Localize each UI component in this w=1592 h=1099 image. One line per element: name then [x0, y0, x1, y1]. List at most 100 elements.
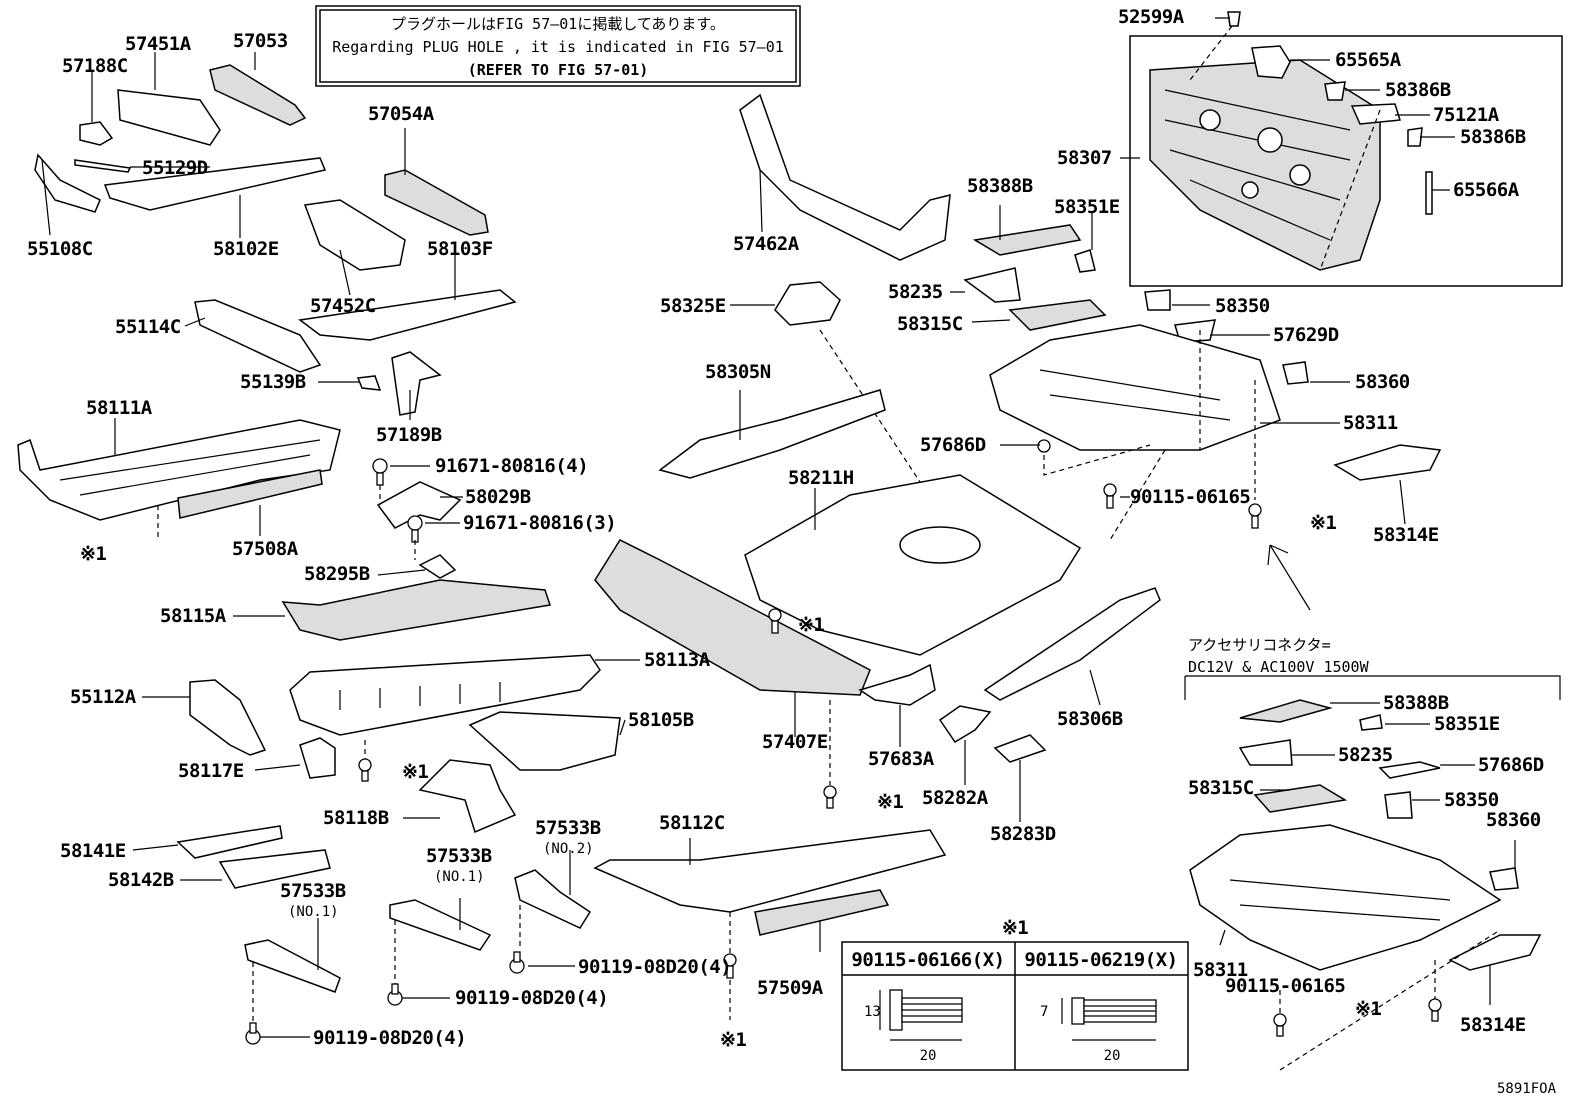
- floor-center-hole: [899, 526, 981, 564]
- part-58388B[interactable]: [972, 224, 1082, 256]
- part-57188C[interactable]: [79, 121, 114, 146]
- label-58235: 58235: [888, 281, 943, 303]
- part-57533B-no1-a[interactable]: [389, 899, 492, 951]
- part-58111A[interactable]: [17, 419, 341, 521]
- part-55112A[interactable]: [189, 679, 267, 756]
- part-58102E[interactable]: [103, 157, 327, 211]
- dim-height-2: 7: [1040, 1004, 1048, 1020]
- part-58235[interactable]: [963, 267, 1021, 303]
- label-57509A: 57509A: [757, 977, 824, 999]
- part-58311[interactable]: [989, 324, 1281, 451]
- label-90115-06165: 90115-06165: [1130, 486, 1250, 508]
- part-55139B[interactable]: [356, 375, 382, 391]
- part-58311-acc[interactable]: [1189, 824, 1502, 971]
- part-58029B[interactable]: [376, 481, 462, 529]
- bolt-ref-acc[interactable]: [1428, 998, 1442, 1022]
- part-57509A[interactable]: [754, 889, 890, 936]
- part-57683A[interactable]: [858, 663, 936, 706]
- part-58388B-acc[interactable]: [1239, 699, 1333, 723]
- bolt-90115-center[interactable]: [1103, 483, 1117, 509]
- label-91671-80816-4: 91671-80816(4): [435, 455, 588, 477]
- label-58360-acc: 58360: [1486, 809, 1541, 831]
- part-52599A-clip[interactable]: [1227, 11, 1241, 27]
- bolt-90119-c[interactable]: [245, 1022, 261, 1045]
- part-57686D-acc[interactable]: [1378, 761, 1441, 779]
- part-57189B[interactable]: [391, 351, 442, 416]
- part-55108C[interactable]: [34, 153, 101, 213]
- part-58315C[interactable]: [1008, 299, 1107, 331]
- part-57533B-no1-b[interactable]: [244, 939, 341, 993]
- label-58311: 58311: [1343, 412, 1398, 434]
- bolt-58112C[interactable]: [723, 953, 737, 979]
- bolt-91671-lower[interactable]: [407, 515, 423, 543]
- leader-lines: [41, 17, 1516, 1038]
- part-58351E-acc[interactable]: [1359, 714, 1383, 731]
- part-55129D[interactable]: [74, 159, 132, 173]
- bolt-58117E-clip[interactable]: [358, 758, 372, 782]
- label-58314E: 58314E: [1373, 524, 1439, 546]
- part-58307-rear-panel[interactable]: [1149, 59, 1381, 271]
- label-55129D: 55129D: [142, 157, 208, 179]
- part-58115A[interactable]: [281, 579, 551, 641]
- part-58283D[interactable]: [993, 734, 1047, 763]
- part-58282A[interactable]: [938, 705, 992, 744]
- part-57452C[interactable]: [303, 199, 406, 271]
- ref-marker-3: ※1: [402, 761, 428, 783]
- ref-marker-2: ※1: [798, 614, 824, 636]
- part-58325E[interactable]: [774, 281, 841, 326]
- clip-57686D[interactable]: [1037, 439, 1051, 453]
- part-58141E[interactable]: [176, 825, 283, 859]
- part-58305N[interactable]: [658, 389, 886, 479]
- part-58306B[interactable]: [983, 587, 1161, 701]
- bolt-91671-upper[interactable]: [372, 458, 388, 486]
- dim-height-1: 13: [864, 1004, 881, 1020]
- part-58314E-acc[interactable]: [1448, 934, 1542, 971]
- part-58315C-acc[interactable]: [1253, 784, 1348, 813]
- bolt-90119-b[interactable]: [387, 983, 403, 1006]
- bolt-58211H[interactable]: [768, 608, 782, 634]
- part-58295B[interactable]: [418, 554, 457, 579]
- part-65566A[interactable]: [1425, 171, 1433, 215]
- part-58211H[interactable]: [744, 474, 1082, 656]
- bolt-90115-acc[interactable]: [1273, 1013, 1287, 1037]
- ref-marker-5: ※1: [720, 1029, 746, 1051]
- label-58307: 58307: [1057, 147, 1112, 169]
- part-58117E[interactable]: [299, 737, 336, 779]
- part-58360-acc[interactable]: [1489, 867, 1519, 891]
- part-58103F[interactable]: [298, 289, 517, 341]
- part-57533B-no2[interactable]: [514, 869, 592, 929]
- part-57407E[interactable]: [594, 539, 871, 696]
- part-58112C[interactable]: [593, 829, 947, 913]
- ref-marker-6: ※1: [1310, 512, 1336, 534]
- part-57054A[interactable]: [384, 169, 489, 236]
- bolt-spec-table: ※1 90115-06166(X) 90115-06219(X) 13 20 7…: [841, 917, 1189, 1071]
- label-57053: 57053: [233, 30, 288, 52]
- part-58113A[interactable]: [289, 654, 601, 736]
- figure-code: 5891FOA: [1497, 1081, 1557, 1097]
- part-57508A[interactable]: [177, 469, 323, 519]
- part-58118B[interactable]: [418, 759, 517, 834]
- part-58386B-lower[interactable]: [1407, 127, 1423, 147]
- part-75121A[interactable]: [1350, 103, 1401, 125]
- bolt-57683A[interactable]: [823, 785, 837, 809]
- bolt-90115-right[interactable]: [1248, 503, 1262, 529]
- part-55114C[interactable]: [194, 299, 322, 373]
- part-58350[interactable]: [1144, 289, 1171, 311]
- part-58360[interactable]: [1282, 361, 1309, 385]
- part-58351E[interactable]: [1074, 249, 1096, 273]
- label-no1-b: (NO.1): [288, 904, 339, 920]
- part-58235-acc[interactable]: [1238, 739, 1293, 766]
- part-57053[interactable]: [209, 64, 307, 126]
- bolt-90119-a[interactable]: [509, 951, 525, 974]
- part-57451A[interactable]: [117, 89, 221, 146]
- label-57452C: 57452C: [310, 295, 376, 317]
- part-57462A[interactable]: [739, 93, 951, 261]
- part-58350-acc[interactable]: [1384, 791, 1413, 819]
- part-58142B[interactable]: [218, 849, 331, 889]
- part-58314E[interactable]: [1333, 444, 1442, 481]
- label-58118B: 58118B: [323, 807, 389, 829]
- part-65565A[interactable]: [1251, 45, 1291, 79]
- label-55108C: 55108C: [27, 238, 93, 260]
- part-58105B[interactable]: [468, 711, 621, 771]
- part-58386B-upper[interactable]: [1324, 81, 1346, 101]
